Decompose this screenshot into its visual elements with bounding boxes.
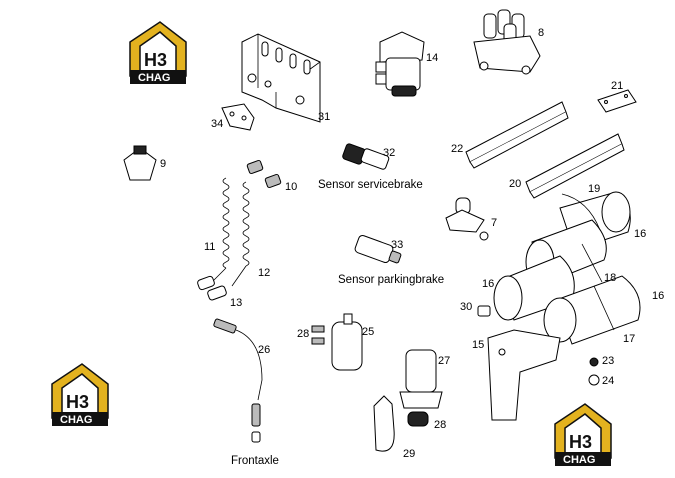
callout-16c: 16 [652, 290, 664, 302]
brand-logo-mid-left: H3 CHAG [51, 363, 109, 426]
callout-27: 27 [438, 355, 450, 367]
callout-26: 26 [258, 344, 270, 356]
part-33-sensor [354, 235, 402, 264]
callout-32: 32 [383, 147, 395, 159]
callout-labels: 8 14 31 34 9 10 11 12 13 32 33 21 22 20 … [160, 27, 664, 460]
callout-28a: 28 [297, 328, 309, 340]
part-22-bar [465, 101, 569, 169]
caption-sensor-servicebrake: Sensor servicebrake [318, 179, 423, 191]
callout-10: 10 [285, 181, 297, 193]
callout-9: 9 [160, 158, 166, 170]
part-18-bolt [581, 243, 603, 283]
callout-24: 24 [602, 375, 614, 387]
part-26-sensor-cable [213, 318, 263, 443]
callout-15: 15 [472, 339, 484, 351]
part-19-strap [561, 193, 601, 231]
callout-18: 18 [604, 272, 616, 284]
part-12-coil-hose [231, 181, 250, 287]
caption-frontaxle: Frontaxle [231, 455, 279, 467]
part-8-valve-block [473, 9, 541, 75]
part-20-bar [525, 133, 625, 199]
logo-brand: CHAG [138, 72, 170, 84]
callout-8: 8 [538, 27, 544, 39]
part-30-drain [477, 305, 491, 317]
brand-logo-bottom-right: H3 CHAG [554, 403, 612, 466]
callout-14: 14 [426, 52, 438, 64]
callout-13: 13 [230, 297, 242, 309]
part-7-valve [445, 197, 489, 241]
part-15-bracket [487, 329, 561, 421]
part-21-plate [597, 89, 637, 113]
logo-letters: H3 [66, 392, 89, 412]
part-11-coil-hose [197, 177, 230, 291]
part-28-cap [407, 411, 429, 427]
part-28-fittings [311, 325, 325, 345]
callout-12: 12 [258, 267, 270, 279]
logo-brand: CHAG [563, 454, 595, 466]
part-17-bolt [593, 285, 615, 331]
callout-22: 22 [451, 143, 463, 155]
part-16-air-tanks [493, 191, 641, 345]
callout-11: 11 [204, 241, 215, 253]
callout-20: 20 [509, 178, 521, 190]
part-29-bracket [373, 395, 395, 452]
callout-33: 33 [391, 239, 403, 251]
callout-34: 34 [211, 118, 223, 130]
part-27-dryer [399, 349, 443, 409]
part-14-valve [375, 31, 425, 97]
callout-7: 7 [491, 217, 497, 229]
callout-16b: 16 [482, 278, 494, 290]
part-9-valve [123, 145, 157, 181]
logo-brand: CHAG [60, 414, 92, 426]
part-34-plate [221, 103, 255, 131]
callout-30: 30 [460, 301, 472, 313]
callout-16a: 16 [634, 228, 646, 240]
part-13-coupling [207, 285, 227, 301]
caption-sensor-parkingbrake: Sensor parkingbrake [338, 274, 444, 286]
part-25-dryer [331, 313, 363, 371]
callout-21: 21 [611, 80, 623, 92]
part-24-washer [588, 374, 600, 386]
brand-logo-top-left: H3 CHAG [129, 21, 187, 84]
part-23-nut [589, 357, 599, 367]
logo-letters: H3 [144, 50, 167, 70]
callout-17: 17 [623, 333, 635, 345]
callout-28b: 28 [434, 419, 446, 431]
part-32-sensor [342, 143, 390, 170]
callout-31: 31 [318, 111, 330, 123]
callout-19: 19 [588, 183, 600, 195]
callout-25: 25 [362, 326, 374, 338]
callout-23: 23 [602, 355, 614, 367]
part-10-couplings [246, 159, 282, 189]
part-31-bracket [241, 33, 321, 123]
callout-29: 29 [403, 448, 415, 460]
logo-letters: H3 [569, 432, 592, 452]
